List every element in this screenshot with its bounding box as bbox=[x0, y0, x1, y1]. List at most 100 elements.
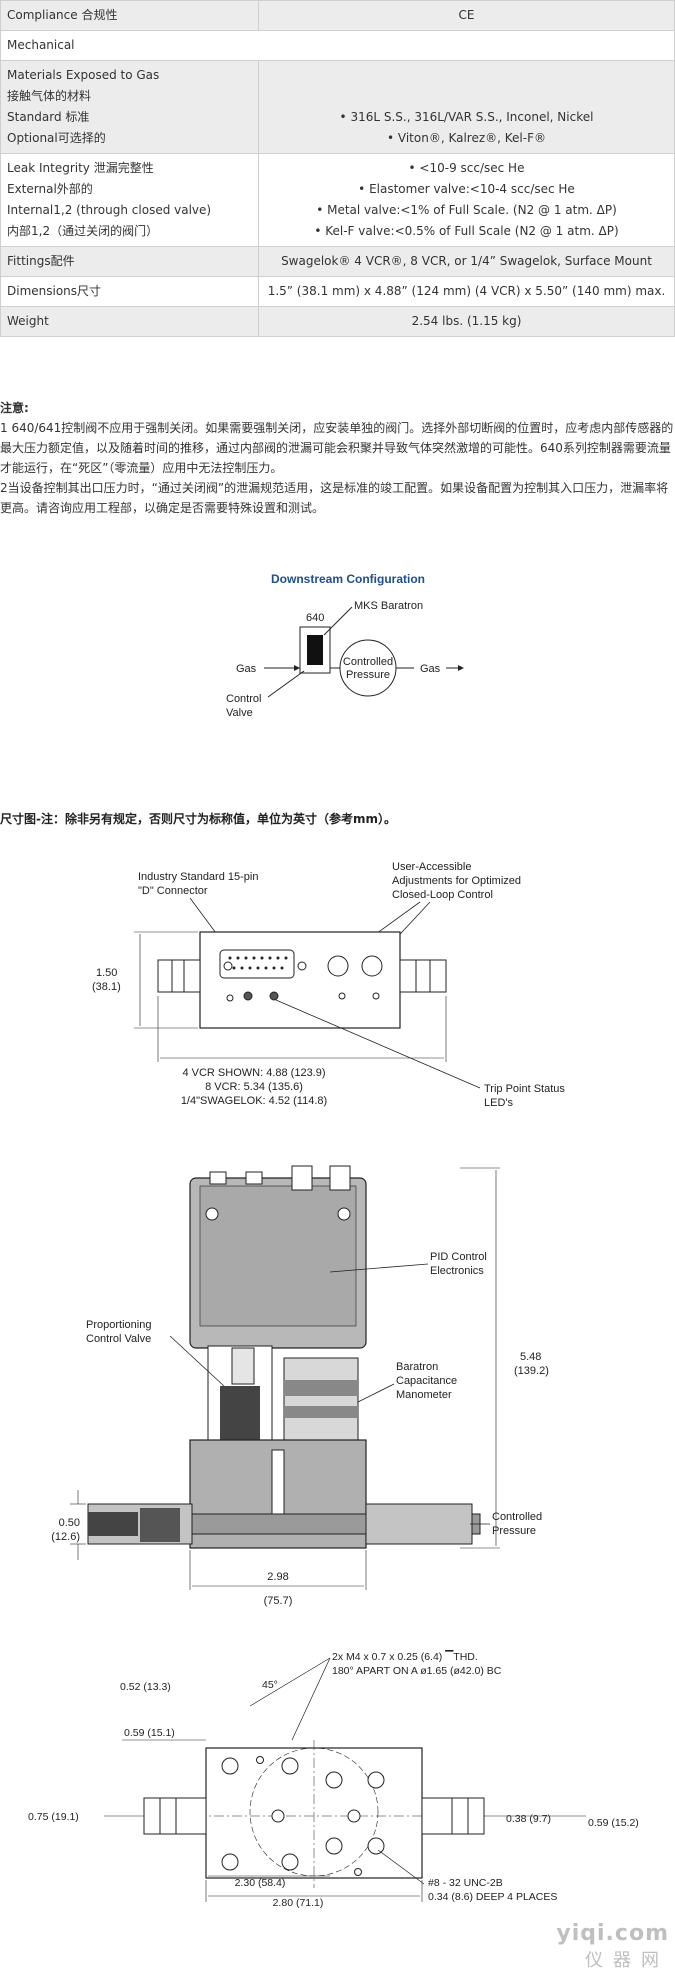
watermark-line-1: yiqi.com bbox=[556, 1921, 669, 1946]
pid-label-1: PID Control bbox=[430, 1251, 487, 1263]
leak-label-3: Internal1,2 (through closed valve) bbox=[7, 203, 212, 217]
connector-label-2: "D" Connector bbox=[138, 885, 208, 897]
controlled-label-2: Pressure bbox=[346, 669, 390, 681]
watermark: yiqi.com 仪器网 bbox=[556, 1921, 669, 1972]
weight-value: 2.54 lbs. (1.15 kg) bbox=[258, 306, 675, 337]
width-75-7: (75.7) bbox=[264, 1595, 293, 1607]
leak-label: Leak Integrity 泄漏完整性 External外部的 Interna… bbox=[0, 153, 259, 247]
bv-left-fitting bbox=[143, 1797, 207, 1835]
bv-right-fitting bbox=[421, 1797, 485, 1835]
height-139-2: (139.2) bbox=[514, 1365, 549, 1377]
connector-label-1: Industry Standard 15-pin bbox=[138, 871, 258, 883]
led-1 bbox=[226, 994, 234, 1002]
note-paragraph-2: 2当设备控制其出口压力时，“通过关闭阀”的泄漏规范适用，这是标准的竣工配置。如果… bbox=[0, 481, 669, 515]
cross-section-drawing: PID Control Electronics Proportioning Co… bbox=[51, 1165, 549, 1607]
gas-in-label: Gas bbox=[236, 663, 257, 675]
dim-0-75: 0.75 (19.1) bbox=[28, 1811, 79, 1823]
downstream-diagram: Downstream Configuration 640 MKS Baratro… bbox=[226, 572, 464, 719]
spec-table: Compliance 合规性 CE Mechanical Materials E… bbox=[0, 0, 675, 337]
dim-0-59: 0.59 (15.1) bbox=[124, 1727, 175, 1739]
leak-label-2: External外部的 bbox=[7, 182, 93, 196]
left-fitting bbox=[157, 959, 201, 993]
controlled-label-2: Pressure bbox=[492, 1525, 536, 1537]
unc-note-1: #8 - 32 UNC-2B bbox=[428, 1877, 503, 1889]
dim-0-38: 0.38 (9.7) bbox=[506, 1813, 551, 1825]
trip-label-1: Trip Point Status bbox=[484, 1083, 565, 1095]
optional-value: • Viton®, Kalrez®, Kel-F® bbox=[387, 131, 546, 145]
row-dimensions: Dimensions尺寸 1.5” (38.1 mm) x 4.88” (124… bbox=[0, 276, 675, 307]
dim-0-52: 0.52 (13.3) bbox=[120, 1681, 171, 1693]
height-mm: (38.1) bbox=[92, 981, 121, 993]
length-line-2: 8 VCR: 5.34 (135.6) bbox=[205, 1081, 303, 1093]
notes-heading: 注意: bbox=[0, 401, 29, 415]
dim-2-30: 2.30 (58.4) bbox=[235, 1877, 286, 1889]
trip-label-2: LED's bbox=[484, 1097, 513, 1109]
optional-label: Optional可选择的 bbox=[7, 131, 106, 145]
controlled-label-1: Controlled bbox=[343, 656, 393, 668]
materials-label: Materials Exposed to Gas 接触气体的材料 Standar… bbox=[0, 60, 259, 154]
leak-value-2: • Elastomer valve:<10-4 scc/sec He bbox=[358, 182, 575, 196]
thread-note-1: 2x M4 x 0.7 x 0.25 (6.4) ▔THD. bbox=[332, 1650, 478, 1663]
height-5-48: 5.48 bbox=[520, 1351, 541, 1363]
height-in: 1.50 bbox=[96, 967, 117, 979]
outlet-fitting bbox=[365, 1503, 473, 1545]
control-valve-label-2: Valve bbox=[226, 707, 253, 719]
length-line-1: 4 VCR SHOWN: 4.88 (123.9) bbox=[182, 1067, 325, 1079]
leak-value-1: • <10-9 scc/sec He bbox=[408, 161, 525, 175]
row-mechanical: Mechanical bbox=[0, 30, 675, 61]
angle-45: 45° bbox=[262, 1679, 278, 1691]
adjust-pot-2 bbox=[361, 955, 383, 977]
adjust-label-3: Closed-Loop Control bbox=[392, 889, 493, 901]
baratron-label-3: Manometer bbox=[396, 1389, 452, 1401]
leak-value-3: • Metal valve:<1% of Full Scale. (N2 @ 1… bbox=[316, 203, 617, 217]
port-0-50: 0.50 bbox=[59, 1517, 80, 1529]
led-2 bbox=[243, 991, 253, 1001]
downstream-title: Downstream Configuration bbox=[271, 572, 425, 586]
row-materials: Materials Exposed to Gas 接触气体的材料 Standar… bbox=[0, 60, 675, 154]
standard-label: Standard 标准 bbox=[7, 110, 90, 124]
materials-label-2: 接触气体的材料 bbox=[7, 89, 92, 103]
thread-note-2: 180° APART ON A ø1.65 (ø42.0) BC bbox=[332, 1665, 502, 1677]
note-paragraph-1: 1 640/641控制阀不应用于强制关闭。如果需要强制关闭，应安装单独的阀门。选… bbox=[0, 421, 674, 475]
prop-label-1: Proportioning bbox=[86, 1319, 151, 1331]
fittings-label: Fittings配件 bbox=[0, 246, 259, 277]
compliance-label: Compliance 合规性 bbox=[0, 0, 259, 31]
length-line-3: 1/4"SWAGELOK: 4.52 (114.8) bbox=[181, 1095, 327, 1107]
front-view-drawing: Industry Standard 15-pin "D" Connector U… bbox=[92, 862, 565, 1109]
led-3 bbox=[269, 991, 279, 1001]
connector-pins bbox=[228, 956, 288, 970]
prop-label-2: Control Valve bbox=[86, 1333, 151, 1345]
leak-value: • <10-9 scc/sec He • Elastomer valve:<10… bbox=[258, 153, 675, 247]
dimensions-label: Dimensions尺寸 bbox=[0, 276, 259, 307]
fittings-value: Swagelok® 4 VCR®, 8 VCR, or 1/4” Swagelo… bbox=[258, 246, 675, 277]
baratron-sensor bbox=[307, 635, 323, 665]
mechanical-label: Mechanical bbox=[0, 30, 675, 61]
weight-label: Weight bbox=[0, 306, 259, 337]
gas-out-label: Gas bbox=[420, 663, 441, 675]
row-leak: Leak Integrity 泄漏完整性 External外部的 Interna… bbox=[0, 153, 675, 247]
dim-0-59-right: 0.59 (15.2) bbox=[588, 1817, 639, 1829]
row-fittings: Fittings配件 Swagelok® 4 VCR®, 8 VCR, or 1… bbox=[0, 246, 675, 277]
controlled-label-1: Controlled bbox=[492, 1511, 542, 1523]
label-640: 640 bbox=[306, 612, 324, 624]
dim-2-80: 2.80 (71.1) bbox=[273, 1897, 324, 1909]
adjust-label-2: Adjustments for Optimized bbox=[392, 875, 521, 887]
materials-value: • 316L S.S., 316L/VAR S.S., Inconel, Nic… bbox=[258, 60, 675, 154]
notes-section: 注意: 1 640/641控制阀不应用于强制关闭。如果需要强制关闭，应安装单独的… bbox=[0, 398, 675, 518]
dimension-note: 尺寸图-注：除非另有规定，否则尺寸为标称值，单位为英寸（参考mm）。 bbox=[0, 812, 396, 826]
device-body bbox=[199, 931, 401, 1029]
width-2-98: 2.98 bbox=[267, 1571, 288, 1583]
standard-value: • 316L S.S., 316L/VAR S.S., Inconel, Nic… bbox=[339, 110, 594, 124]
baratron-label: MKS Baratron bbox=[354, 600, 423, 612]
baratron-label-2: Capacitance bbox=[396, 1375, 457, 1387]
unc-note-2: 0.34 (8.6) DEEP 4 PLACES bbox=[428, 1891, 557, 1903]
baratron-manometer bbox=[283, 1357, 359, 1441]
watermark-line-2: 仪器网 bbox=[585, 1950, 669, 1971]
adjust-pot-1 bbox=[327, 955, 349, 977]
bottom-view-drawing: 2x M4 x 0.7 x 0.25 (6.4) ▔THD. 180° APAR… bbox=[28, 1650, 639, 1909]
row-weight: Weight 2.54 lbs. (1.15 kg) bbox=[0, 306, 675, 337]
row-compliance: Compliance 合规性 CE bbox=[0, 0, 675, 31]
baratron-label-1: Baratron bbox=[396, 1361, 438, 1373]
control-valve-label-1: Control bbox=[226, 693, 261, 705]
pid-label-2: Electronics bbox=[430, 1265, 484, 1277]
